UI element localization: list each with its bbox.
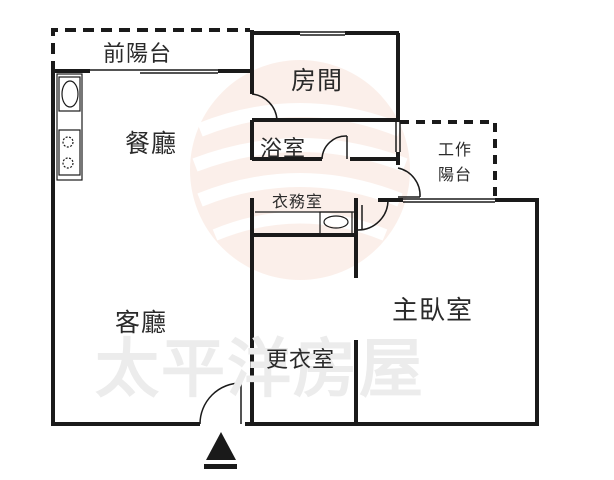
room-label-dining: 餐廳 [125,129,178,158]
work-balcony-dashed-boundary [400,120,497,197]
room-label-work-balcony-2: 陽台 [438,165,473,184]
room-label-living: 客廳 [115,308,168,337]
room-label-front-balcony: 前陽台 [103,42,173,67]
kitchen-counter [56,73,83,181]
stove-icon [58,129,81,176]
front-balcony-dashed-boundary [51,28,250,72]
room-label-master-bedroom: 主臥室 [392,296,474,326]
room-label-bathroom: 浴室 [260,137,307,162]
room-label-closet: 更衣室 [266,348,336,373]
kitchen-sink-icon [58,76,81,112]
company-watermark: 太平洋房屋 [95,332,425,407]
room-label-bedroom: 房間 [291,66,344,95]
laundry-sink-icon [319,211,353,235]
room-label-work-balcony-1: 工作 [438,140,473,159]
entrance-arrow-icon [204,432,237,469]
room-label-laundry: 衣務室 [272,192,324,211]
